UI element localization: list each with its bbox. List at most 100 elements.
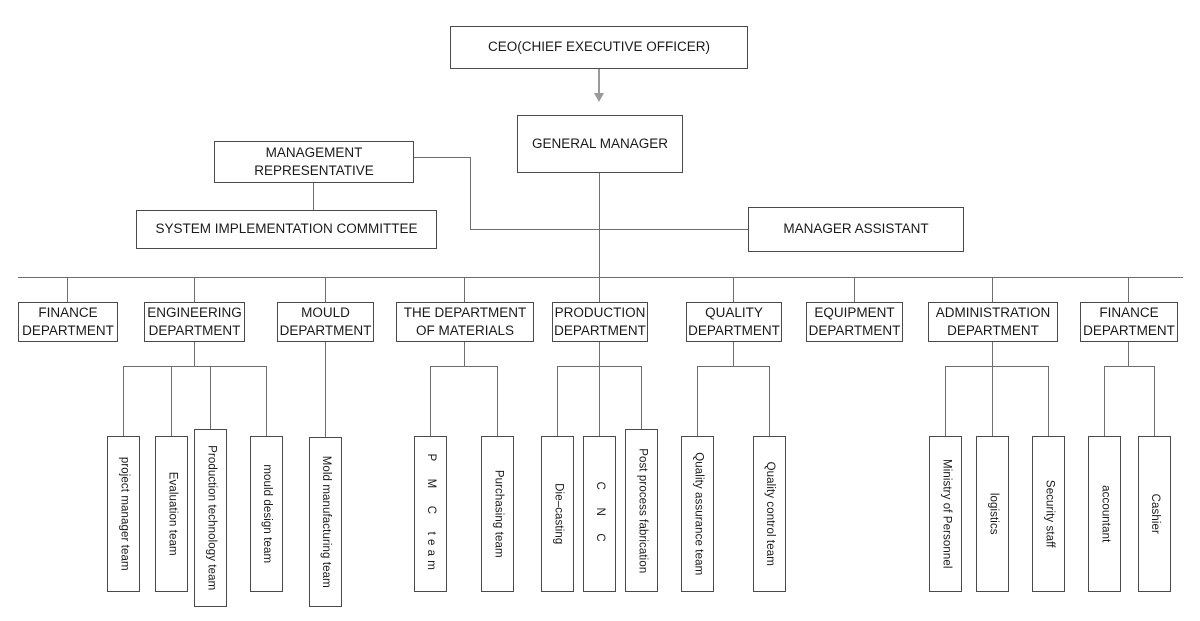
line-mgmtrep-to-committee [313,183,314,210]
node-team-purchasing-team-label: Purchasing team [492,470,505,558]
node-general-manager[interactable]: GENERAL MANAGER [517,115,683,173]
node-team-die-casting[interactable]: Die–casting [541,436,574,592]
node-department-mould[interactable]: MOULD DEPARTMENT [277,302,374,342]
node-team-project-manager-team-label: project manager team [118,457,131,571]
node-team-logistics[interactable]: logistics [976,436,1009,592]
node-department-finance-left[interactable]: FINANCE DEPARTMENT [18,302,118,342]
production-drop-1 [557,366,558,436]
node-team-security-staff-label: Security staff [1043,480,1056,548]
production-stem [599,342,600,366]
materials-stem [464,342,465,366]
node-department-administration-label: ADMINISTRATION DEPARTMENT [935,304,1051,338]
ceo-to-gm-arrow-shaft [598,69,600,95]
node-team-ministry-of-personnel-label: Ministry of Personnel [940,459,953,569]
node-management-representative-label: MANAGEMENT REPRESENTATIVE [254,144,374,178]
node-team-quality-assurance-team-label: Quality assurance team [692,452,705,576]
line-assistant-row [470,229,748,230]
node-team-quality-assurance-team[interactable]: Quality assurance team [681,436,714,592]
node-team-production-technology-team-label: Production technology team [205,445,218,591]
engineering-drop-2 [171,366,172,436]
node-system-implementation-committee-label: SYSTEM IMPLEMENTATION COMMITTEE [155,221,418,237]
node-team-mold-manufacturing-team-label: Mold manufacturing team [320,455,333,589]
node-management-representative[interactable]: MANAGEMENT REPRESENTATIVE [214,141,414,183]
node-department-materials[interactable]: THE DEPARTMENT OF MATERIALS [396,302,534,342]
node-team-security-staff[interactable]: Security staff [1032,436,1065,592]
node-team-die-casting-label: Die–casting [552,483,565,545]
node-team-quality-control-team[interactable]: Quality control team [753,436,786,592]
materials-subbus [430,366,497,367]
finance-right-stem [1128,342,1129,366]
line-mgmtrep-elbow-down [470,157,471,230]
node-team-accountant[interactable]: accountant [1088,436,1121,592]
node-department-finance-right[interactable]: FINANCE DEPARTMENT [1080,302,1178,342]
quality-subbus [697,366,769,367]
production-drop-2 [599,366,600,436]
production-drop-3 [641,366,642,429]
node-team-quality-control-team-label: Quality control team [764,461,777,567]
node-team-ministry-of-personnel[interactable]: Ministry of Personnel [929,436,962,592]
node-department-finance-right-label: FINANCE DEPARTMENT [1083,304,1175,338]
node-team-production-technology-team[interactable]: Production technology team [194,429,227,607]
node-team-logistics-label: logistics [987,493,1000,535]
node-department-mould-label: MOULD DEPARTMENT [279,304,372,338]
line-mgmtrep-stub-right [414,157,470,158]
drop-engineering [194,277,195,302]
administration-stem [992,342,993,366]
node-team-accountant-label: accountant [1099,485,1112,543]
node-team-evaluation-team[interactable]: Evaluation team [155,436,188,592]
node-team-mould-design-team-label: mould design team [261,464,274,564]
engineering-subbus [123,366,266,367]
node-system-implementation-committee[interactable]: SYSTEM IMPLEMENTATION COMMITTEE [136,210,437,249]
drop-finance-right [1128,277,1129,302]
line-gm-trunk [599,173,600,278]
node-team-post-process-fabrication-label: Post process fabrication [636,447,649,574]
node-team-project-manager-team[interactable]: project manager team [107,436,140,592]
node-team-pmc-team[interactable]: P M C team [414,436,447,592]
drop-equipment [854,277,855,302]
node-manager-assistant[interactable]: MANAGER ASSISTANT [748,207,964,252]
quality-drop-2 [769,366,770,436]
engineering-drop-3 [210,366,211,429]
administration-subbus [945,366,1048,367]
node-manager-assistant-label: MANAGER ASSISTANT [783,221,929,237]
node-department-finance-left-label: FINANCE DEPARTMENT [22,304,114,338]
node-department-equipment-label: EQUIPMENT DEPARTMENT [808,304,901,338]
finance-right-drop-1 [1104,366,1105,436]
node-department-administration[interactable]: ADMINISTRATION DEPARTMENT [928,302,1058,342]
administration-drop-3 [1048,366,1049,436]
drop-finance-left [67,277,68,302]
ceo-to-gm-arrow-head [594,93,604,102]
mould-stem [325,342,326,437]
node-team-post-process-fabrication[interactable]: Post process fabrication [625,429,658,592]
drop-mould [325,277,326,302]
administration-drop-2 [992,366,993,436]
materials-drop-2 [497,366,498,436]
node-department-engineering[interactable]: ENGINEERING DEPARTMENT [144,302,245,342]
administration-drop-1 [945,366,946,436]
node-department-production-label: PRODUCTION DEPARTMENT [554,304,646,338]
node-department-materials-label: THE DEPARTMENT OF MATERIALS [403,304,527,338]
quality-drop-1 [697,366,698,436]
engineering-drop-4 [266,366,267,436]
node-department-production[interactable]: PRODUCTION DEPARTMENT [552,302,648,342]
drop-quality [733,277,734,302]
node-team-pmc-team-label: P M C team [425,453,438,575]
node-ceo-label: CEO(CHIEF EXECUTIVE OFFICER) [487,39,710,55]
node-team-mold-manufacturing-team[interactable]: Mold manufacturing team [309,437,342,607]
quality-stem [733,342,734,366]
node-team-cashier-label: Cashier [1149,493,1162,535]
drop-materials [464,277,465,302]
node-department-engineering-label: ENGINEERING DEPARTMENT [147,304,242,338]
node-team-purchasing-team[interactable]: Purchasing team [481,436,514,592]
node-team-cashier[interactable]: Cashier [1138,436,1171,592]
drop-administration [992,277,993,302]
node-department-equipment[interactable]: EQUIPMENT DEPARTMENT [806,302,903,342]
node-ceo[interactable]: CEO(CHIEF EXECUTIVE OFFICER) [450,26,748,69]
engineering-drop-1 [123,366,124,436]
node-team-mould-design-team[interactable]: mould design team [250,436,283,592]
node-team-cnc-label: C N C [594,481,607,547]
node-team-cnc[interactable]: C N C [583,436,616,592]
department-bus [18,277,1183,278]
node-department-quality[interactable]: QUALITY DEPARTMENT [686,302,782,342]
drop-production [599,277,600,302]
